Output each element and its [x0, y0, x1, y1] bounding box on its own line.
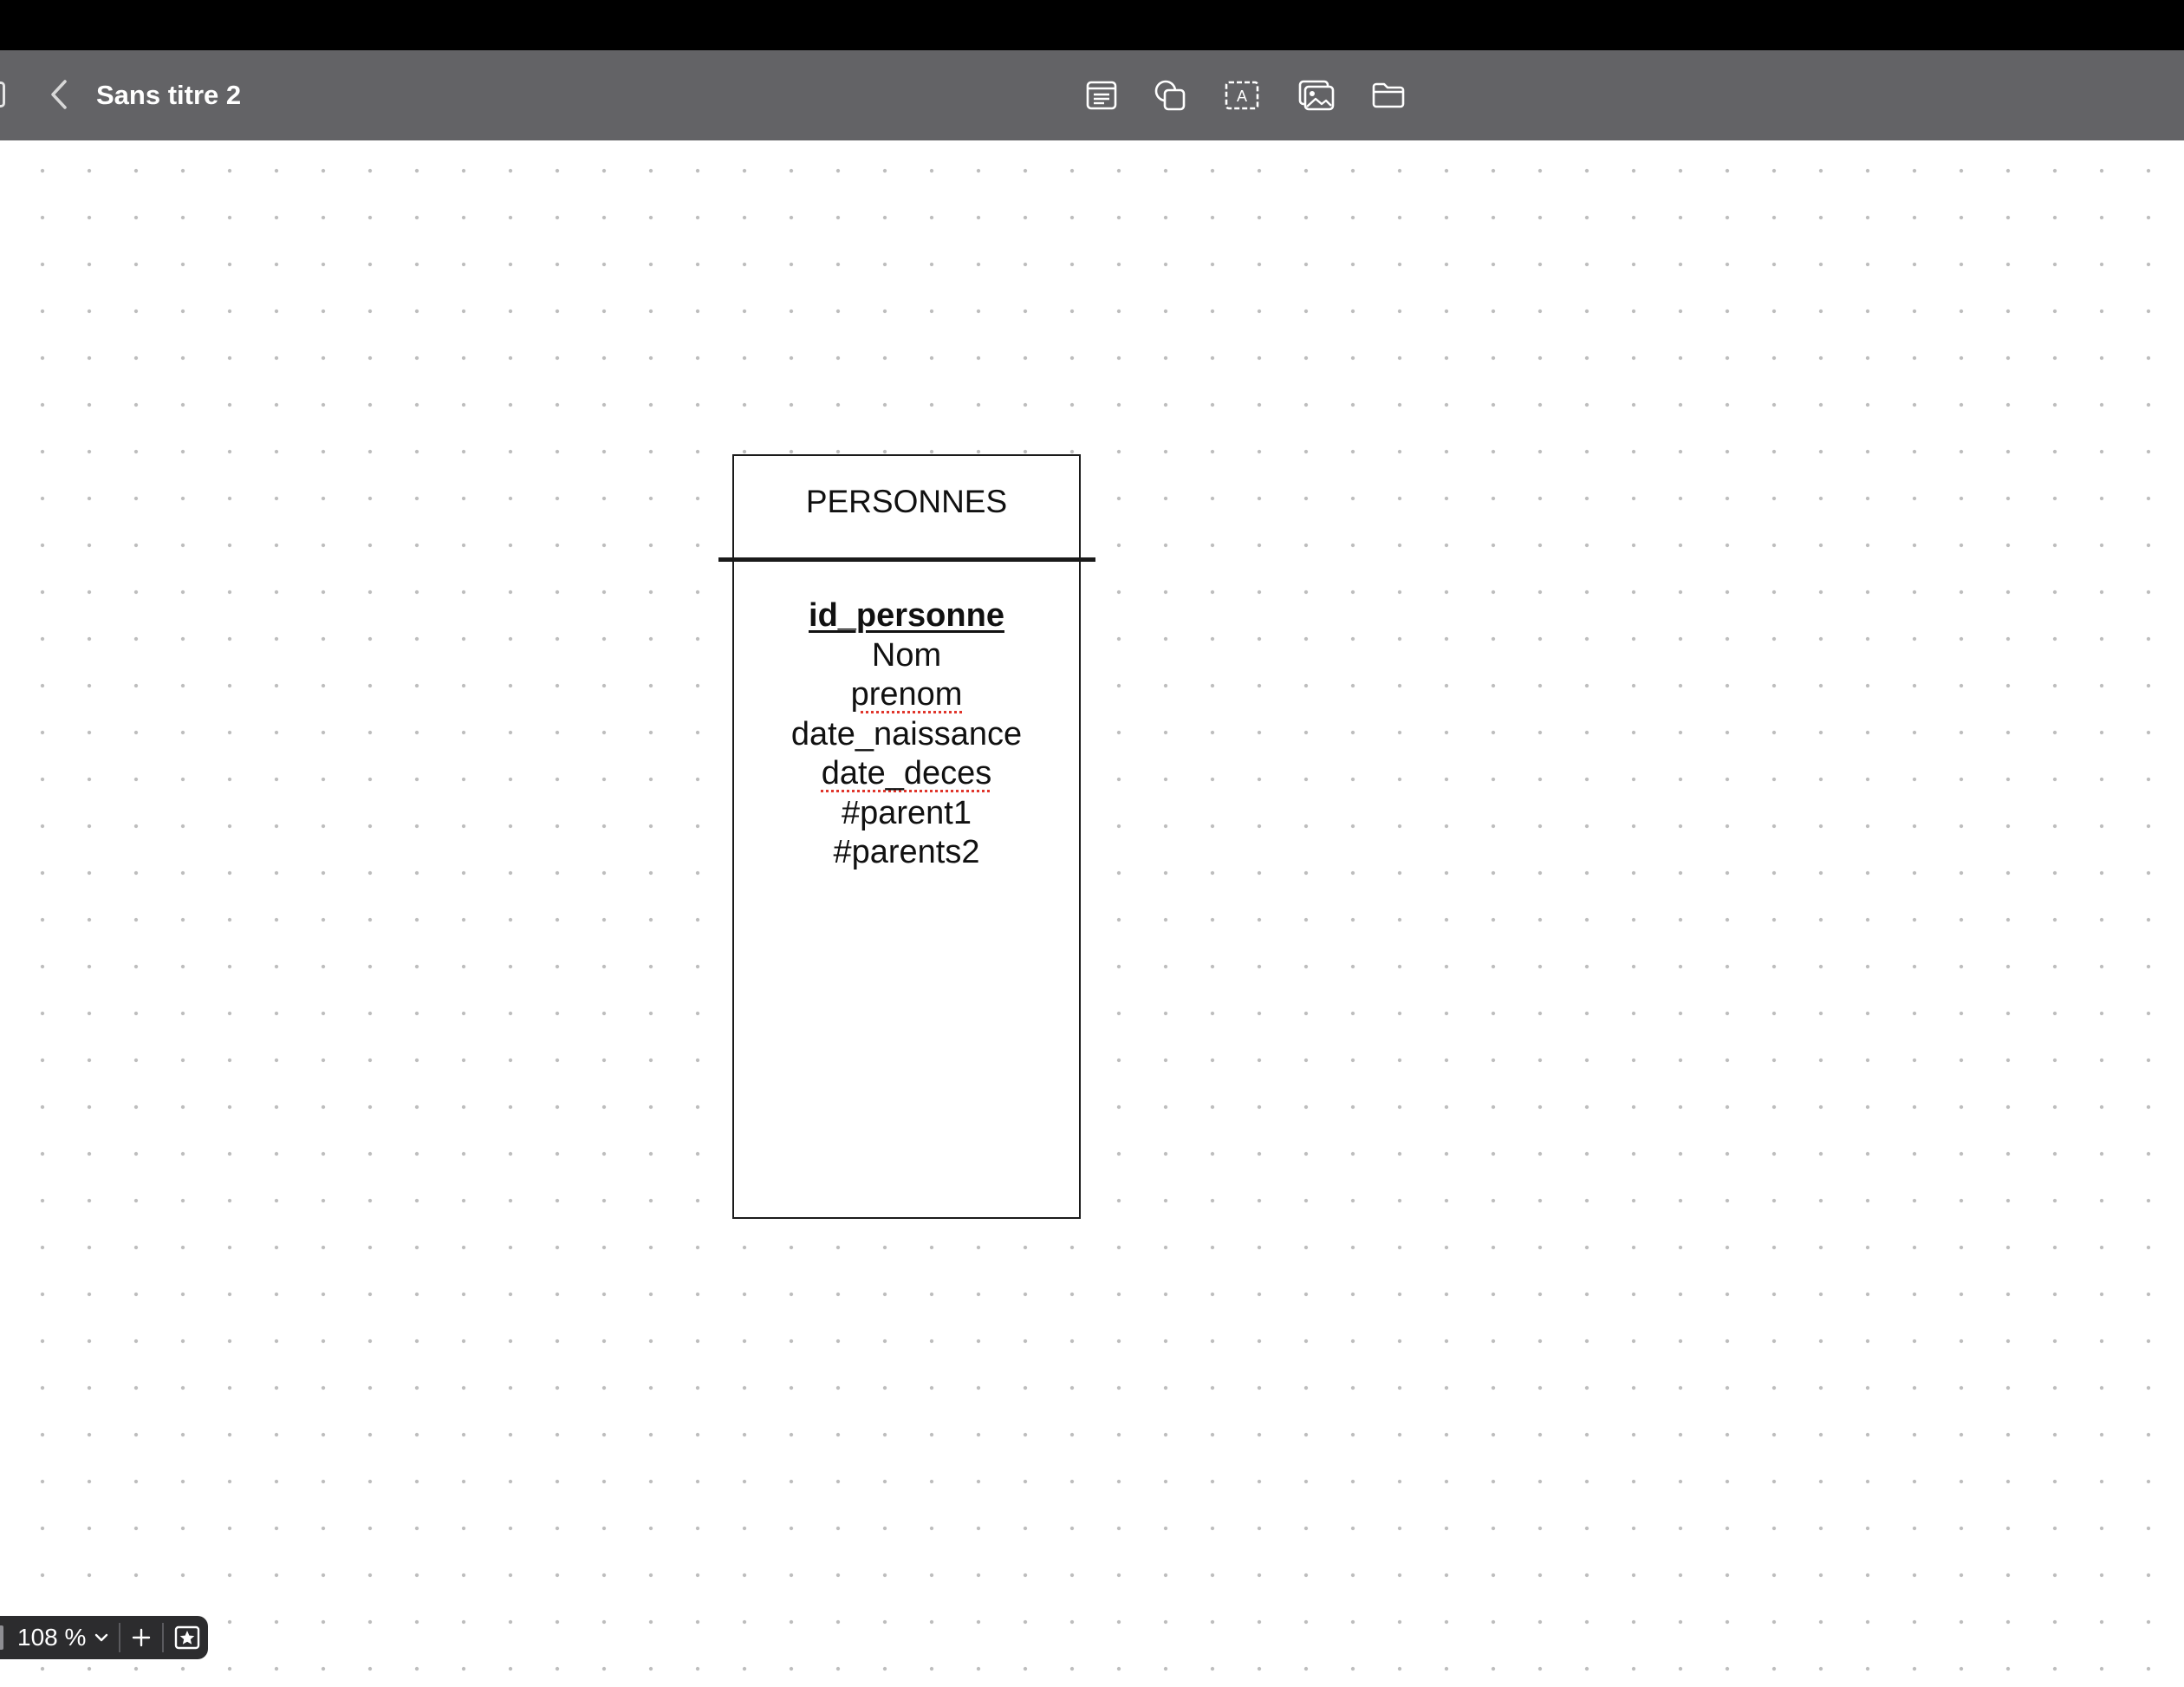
text-box-icon: A: [1225, 81, 1259, 110]
entity-attribute-primary-key: id_personne: [809, 597, 1004, 634]
svg-text:A: A: [1237, 88, 1247, 105]
document-title[interactable]: Sans titre 2: [96, 80, 242, 110]
zoom-level[interactable]: 108 %: [17, 1624, 87, 1651]
entity-attribute: date_deces: [821, 755, 992, 791]
zoom-separator: [119, 1623, 121, 1652]
shapes-tool-button[interactable]: [1148, 73, 1193, 118]
entity-title[interactable]: PERSONNES: [805, 484, 1008, 519]
note-icon: [1086, 81, 1117, 110]
favorite-view-button[interactable]: [174, 1625, 200, 1650]
entity-attribute: #parent1: [841, 794, 972, 831]
system-status-bar: [0, 0, 2184, 50]
entity-attribute: date_naissance: [790, 715, 1023, 752]
sidebar-toggle-icon[interactable]: [0, 81, 5, 107]
back-button[interactable]: [42, 73, 76, 116]
entity-attribute: prenom: [850, 676, 963, 713]
zoom-panel-handle[interactable]: [0, 1625, 3, 1650]
media-icon: [1298, 80, 1335, 111]
note-tool-button[interactable]: [1079, 73, 1124, 118]
top-toolbar: [0, 50, 2184, 140]
media-tool-button[interactable]: [1294, 73, 1339, 118]
star-box-icon: [175, 1625, 200, 1650]
zoom-control: 108 %: [0, 1616, 208, 1659]
entity-box[interactable]: PERSONNES id_personne Nom prenom date_na…: [732, 454, 1081, 1219]
chevron-down-icon: [95, 1633, 108, 1642]
plus-icon: [133, 1628, 151, 1647]
entity-attribute: Nom: [871, 636, 942, 674]
zoom-in-button[interactable]: [131, 1627, 152, 1648]
folder-tool-button[interactable]: [1366, 73, 1411, 118]
folder-icon: [1372, 82, 1405, 108]
shapes-icon: [1154, 80, 1186, 111]
zoom-separator: [162, 1623, 165, 1652]
entity-attribute-list[interactable]: id_personne Nom prenom date_naissance da…: [734, 596, 1079, 873]
board-canvas[interactable]: [0, 140, 2184, 1687]
chevron-left-icon: [51, 80, 67, 109]
entity-divider-line[interactable]: [718, 557, 1095, 562]
zoom-dropdown-button[interactable]: [94, 1632, 108, 1643]
text-box-tool-button[interactable]: A: [1219, 73, 1264, 118]
entity-attribute: #parents2: [833, 834, 980, 870]
